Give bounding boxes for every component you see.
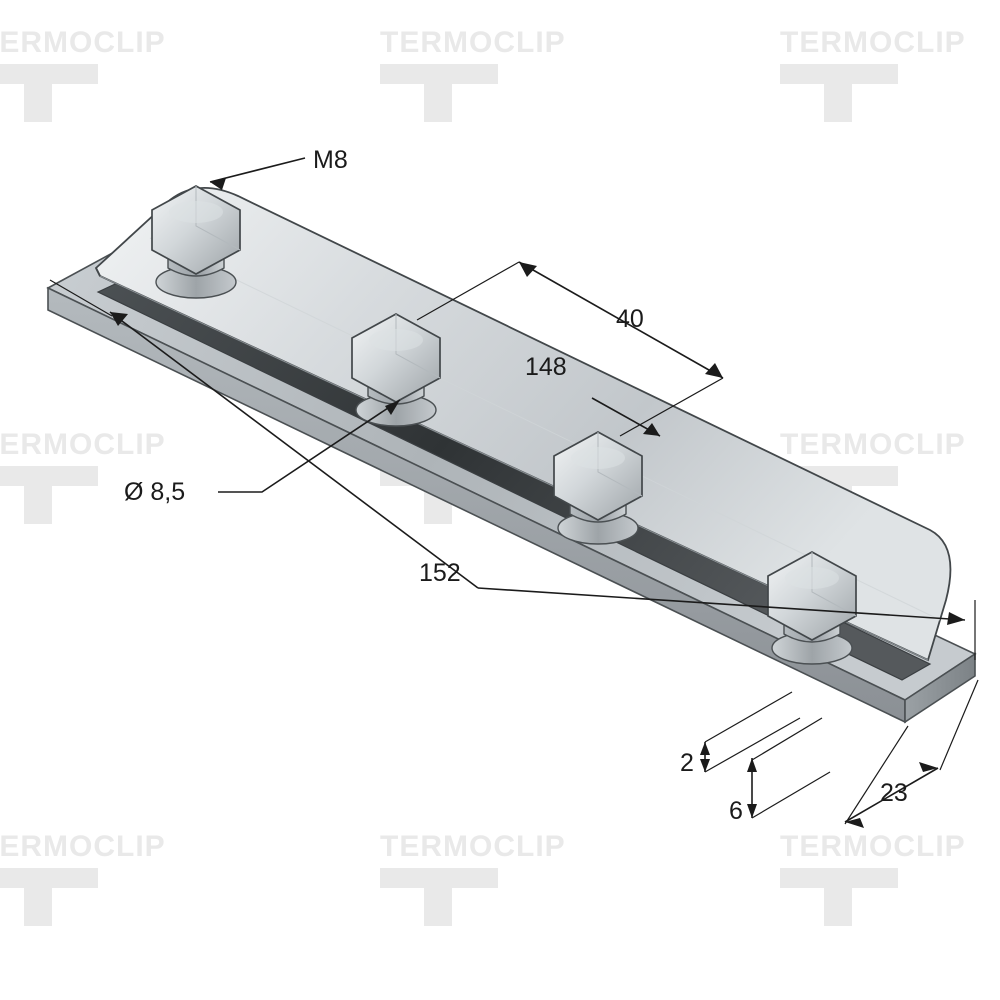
watermark-logo-mark [780, 868, 898, 926]
watermark-tile: TERMOCLIP [0, 832, 166, 926]
watermark-tile: TERMOCLIP [0, 28, 166, 122]
watermark-logo-mark [0, 64, 98, 122]
watermark-text: TERMOCLIP [780, 830, 966, 863]
dim-label-hole-spacing: 148 [525, 353, 567, 381]
watermark-tile: TERMOCLIP [780, 28, 966, 122]
watermark-text: TERMOCLIP [380, 830, 566, 863]
watermark-logo-mark [380, 64, 498, 122]
hex-bolt-4 [767, 551, 857, 665]
watermark-text: TERMOCLIP [0, 830, 166, 863]
dimension-lines [49, 157, 979, 828]
watermark-logo-mark [380, 868, 498, 926]
leader-m8 [209, 157, 306, 183]
dim-line-23 [844, 767, 939, 823]
dim-line-152-left [109, 311, 479, 589]
dim-label-thread: M8 [313, 146, 348, 174]
hex-bolt-3 [553, 431, 643, 545]
watermark-logo-mark [0, 466, 98, 524]
watermark-text: TERMOCLIP [0, 428, 166, 461]
watermark-tile: TERMOCLIP [380, 832, 566, 926]
watermark-text: TERMOCLIP [380, 26, 566, 59]
hex-bolt-2 [351, 313, 441, 427]
dim-label-thickness: 2 [680, 749, 694, 777]
watermark-tile: TERMOCLIP [380, 28, 566, 122]
watermark-logo-mark [0, 868, 98, 926]
dim-label-width: 23 [880, 779, 908, 807]
dim-line-152-right [477, 587, 966, 621]
watermark-tile: TERMOCLIP [0, 430, 166, 524]
watermark-tile: TERMOCLIP [780, 832, 966, 926]
dim-label-pitch: 40 [616, 305, 644, 333]
dim-line-40 [518, 261, 724, 379]
dim-label-hole-diameter: Ø 8,5 [124, 478, 186, 506]
hex-bolt-1 [151, 185, 241, 299]
watermark-text: TERMOCLIP [0, 26, 166, 59]
watermark-logo-mark [780, 64, 898, 122]
leader-hole-diameter [218, 399, 401, 493]
dim-label-length: 152 [419, 559, 461, 587]
watermark-text: TERMOCLIP [780, 428, 966, 461]
dim-label-rail-height: 6 [729, 797, 743, 825]
watermark-text: TERMOCLIP [780, 26, 966, 59]
